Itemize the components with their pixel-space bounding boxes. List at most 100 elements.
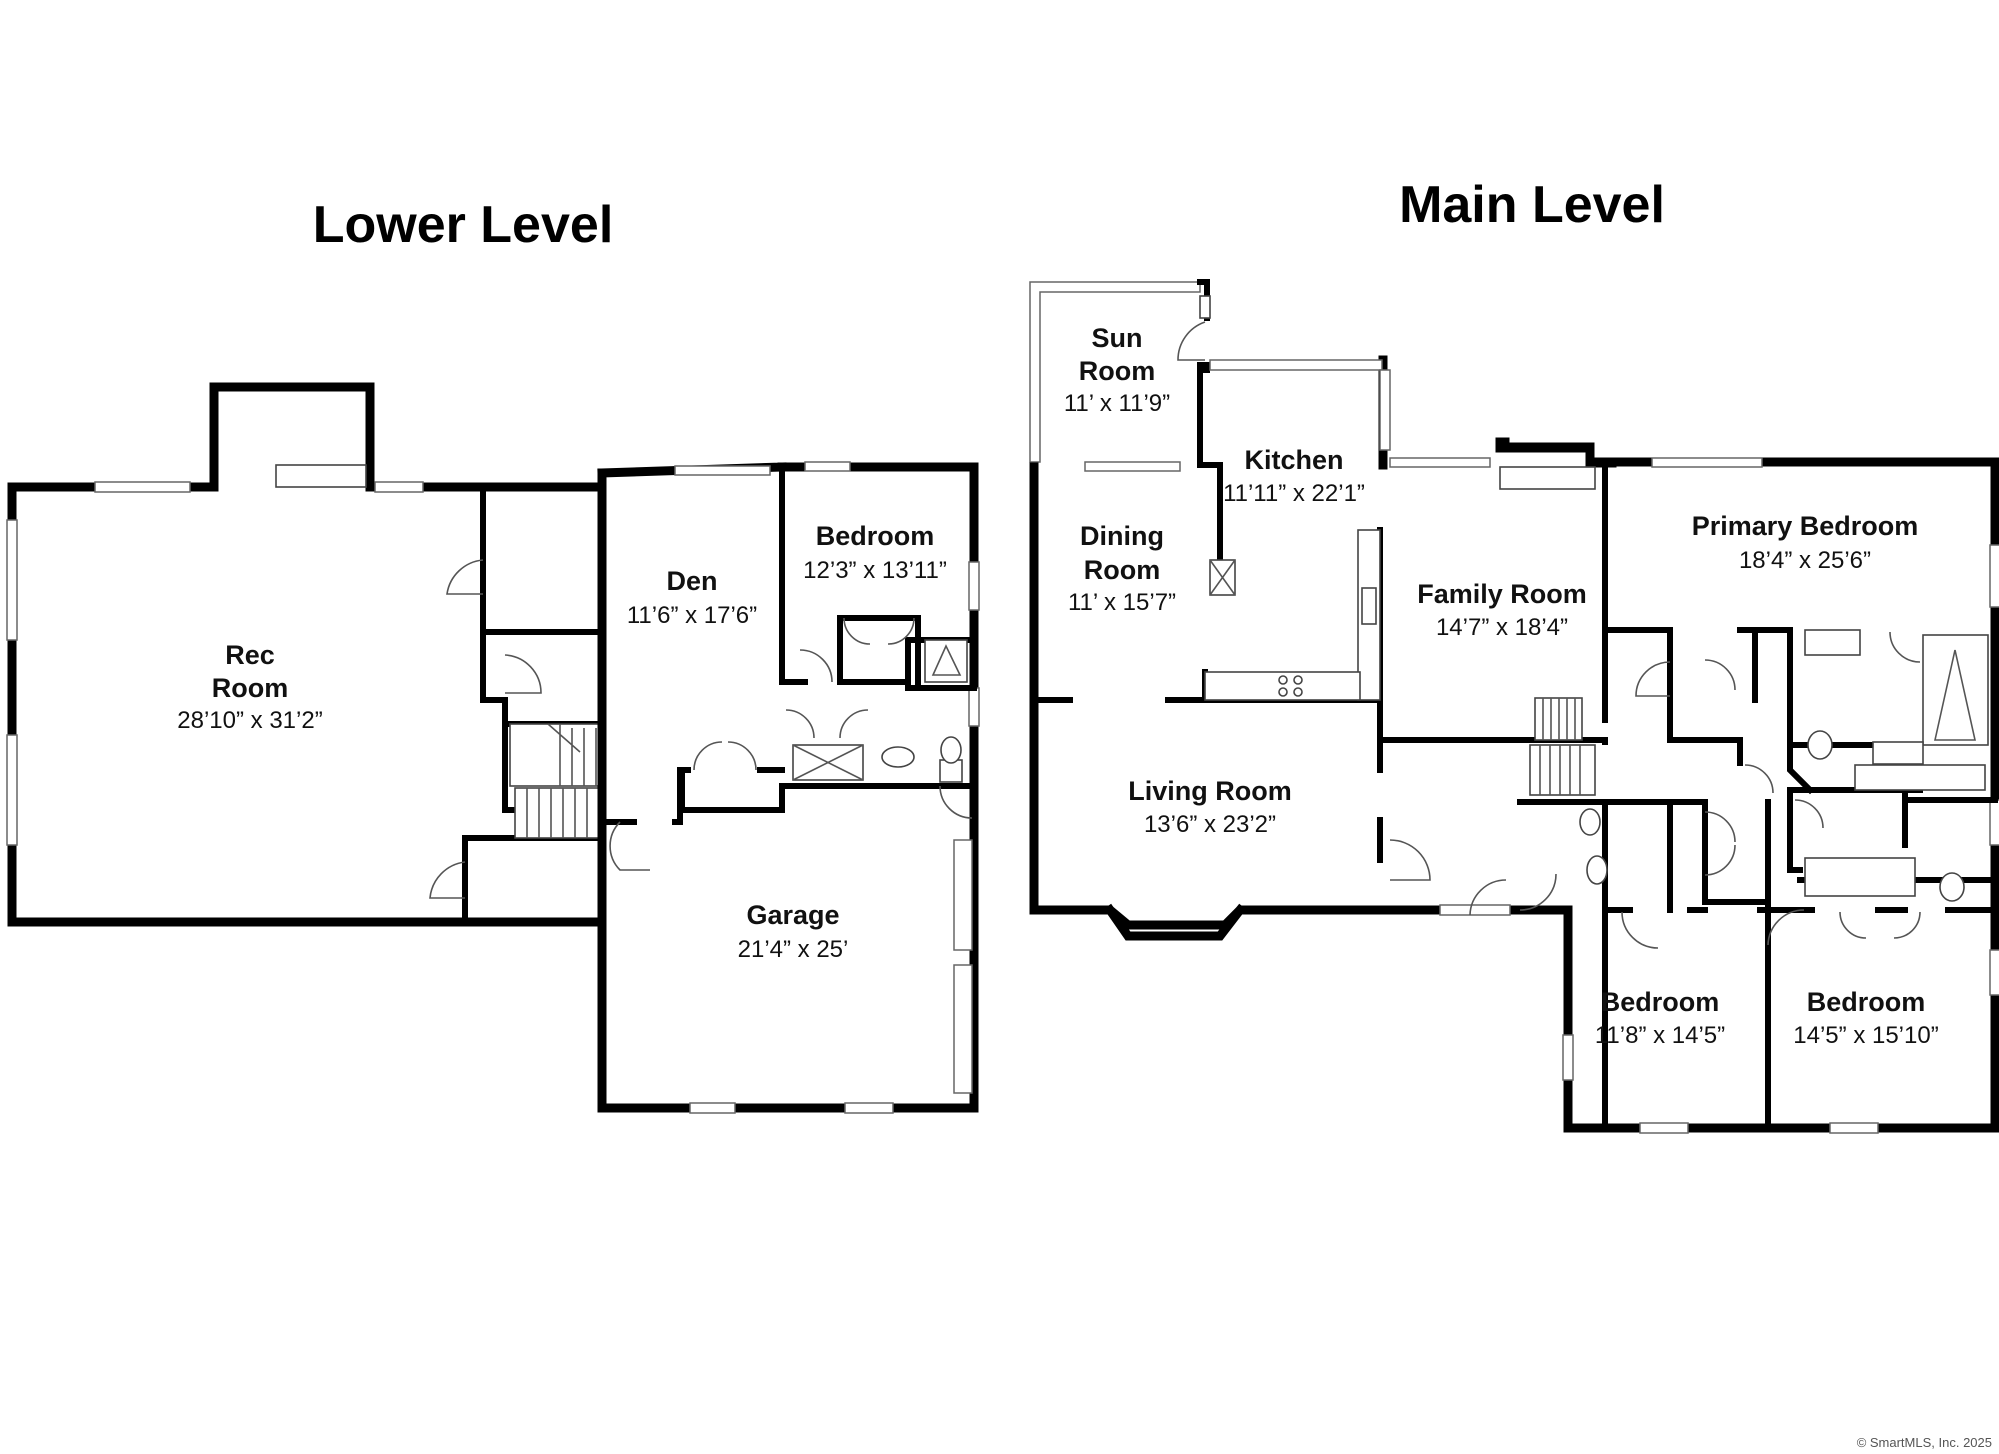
- room-dimensions: 18’4” x 25’6”: [1739, 547, 1871, 574]
- lower-shower-drain: [931, 644, 962, 676]
- primary-toilet: [1807, 730, 1833, 760]
- primary-window-right: [1989, 544, 1999, 608]
- bedroom-door-2: [1767, 909, 1805, 946]
- bay-window: [1103, 903, 1247, 941]
- kitchen-window-top: [1209, 359, 1383, 371]
- garage-door-1: [953, 839, 973, 951]
- garage-window-bottom-1: [689, 1102, 736, 1114]
- room-dimensions: 11’8” x 14’5”: [1595, 1022, 1725, 1049]
- lower-upper-stairs: [509, 723, 601, 787]
- closet-door-swing: [1635, 661, 1671, 697]
- sun-room-door: [1177, 321, 1206, 361]
- bedroom-window-right: [968, 561, 980, 611]
- rec-closet-door-swing: [446, 559, 484, 595]
- garage-entry-door: [939, 785, 973, 819]
- room-name: Rec: [225, 640, 275, 670]
- main-level-title: Main Level: [1399, 176, 1665, 234]
- primary-closet-door: [1704, 659, 1736, 691]
- room-name: Bedroom: [1807, 987, 1926, 1017]
- lower-closet-shelves-x: [792, 744, 864, 781]
- primary-vanity: [1804, 629, 1861, 656]
- bedroom-closet-doors-2: [1839, 911, 1921, 939]
- room-name: Family Room: [1417, 579, 1587, 609]
- room-label-rec-room: Rec Room 28’10” x 31’2”: [177, 640, 322, 734]
- den-bedroom-garage-interior-walls: [599, 464, 977, 825]
- room-dimensions: 11’ x 11’9”: [1064, 390, 1170, 417]
- room-label-dining-room: Dining Room 11’ x 15’7”: [1068, 521, 1176, 616]
- lower-stairs: [514, 787, 603, 839]
- room-name: Room: [1084, 555, 1161, 585]
- room-label-family-room: Family Room 14’7” x 18’4”: [1417, 579, 1587, 641]
- bedroom-window-bottom-1: [1639, 1122, 1689, 1134]
- den-window-top: [674, 465, 771, 476]
- cooktop-burner: [1278, 675, 1288, 685]
- bedroom-window-right-main: [1989, 949, 1999, 996]
- room-dimensions: 11’11” x 22’1”: [1223, 480, 1365, 507]
- kitchen-window-side: [1379, 369, 1391, 451]
- room-label-garage: Garage 21’4” x 25’: [738, 900, 849, 963]
- room-dimensions: 28’10” x 31’2”: [177, 707, 322, 734]
- den-closet-doors: [693, 741, 757, 771]
- room-label-primary-bedroom: Primary Bedroom 18’4” x 25’6”: [1692, 511, 1919, 574]
- hall-closet-doors: [1704, 811, 1736, 876]
- primary-window-top: [1651, 457, 1763, 468]
- hall-tub: [1804, 857, 1916, 897]
- hall-bath-door: [1794, 799, 1824, 829]
- room-dimensions: 14’7” x 18’4”: [1436, 614, 1568, 641]
- room-name: Living Room: [1128, 776, 1292, 806]
- room-name: Room: [1079, 356, 1156, 386]
- lower-level-plan: Lower Level: [6, 196, 980, 1114]
- bedroom-door-swing: [799, 649, 833, 683]
- room-name: Dining: [1080, 521, 1164, 551]
- bedroom-door-1: [1621, 911, 1659, 949]
- room-name: Room: [212, 673, 289, 703]
- rec-room-window-left-1: [6, 519, 18, 641]
- main-stairs-upper-treads: [1542, 698, 1576, 740]
- main-level-plan: Main Level: [1029, 176, 1999, 1134]
- room-name: Bedroom: [816, 521, 935, 551]
- lower-sink: [881, 746, 915, 768]
- room-label-lower-bedroom: Bedroom 12’3” x 13’11”: [803, 521, 947, 584]
- rec-room-window-top-1: [94, 481, 191, 493]
- hall-toilet: [1939, 872, 1965, 902]
- lower-toilet: [940, 736, 962, 764]
- main-door-swing: [1389, 839, 1431, 881]
- main-stairs-lower-treads: [1539, 745, 1581, 795]
- garage-window-bottom-2: [844, 1102, 894, 1114]
- rec-room-hearth: [275, 464, 367, 488]
- rec-room-window-top-2: [374, 481, 424, 493]
- sun-room-window: [1199, 295, 1211, 319]
- bath-doors: [785, 709, 869, 739]
- bedroom-closet-doors: [843, 617, 915, 645]
- primary-tub-curve: [1934, 649, 1976, 741]
- lower-stairs-treads: [526, 788, 588, 838]
- rec-room-closet-walls: [462, 484, 605, 925]
- pantry-box-x: [1209, 559, 1236, 596]
- cooktop-burner: [1293, 675, 1303, 685]
- family-window-top: [1389, 457, 1491, 468]
- room-label-den: Den 11’6” x 17’6”: [627, 566, 757, 629]
- room-name: Garage: [746, 900, 839, 930]
- bath-window-right-main: [1989, 799, 1999, 846]
- room-dimensions: 11’6” x 17’6”: [627, 602, 757, 629]
- room-label-kitchen: Kitchen 11’11” x 22’1”: [1223, 445, 1365, 507]
- den-hall-door: [609, 821, 650, 871]
- cooktop-burner: [1278, 687, 1288, 697]
- powder-toilet: [1579, 808, 1601, 836]
- room-label-sun-room: Sun Room 11’ x 11’9”: [1064, 323, 1170, 417]
- garage-door-2: [953, 964, 973, 1094]
- storage-door-swing: [429, 861, 466, 899]
- entry-door-swing: [1469, 879, 1507, 916]
- room-name: Kitchen: [1244, 445, 1343, 475]
- room-name: Primary Bedroom: [1692, 511, 1919, 541]
- room-dimensions: 21’4” x 25’: [738, 936, 849, 963]
- room-label-bedroom-2: Bedroom 11’8” x 14’5”: [1595, 987, 1725, 1049]
- rec-room-window-left-2: [6, 734, 18, 846]
- room-name: Bedroom: [1601, 987, 1720, 1017]
- lower-level-title: Lower Level: [313, 196, 614, 254]
- lower-upper-stairs-treads: [547, 723, 597, 786]
- room-name: Den: [666, 566, 717, 596]
- main-stairs-lower: [1529, 744, 1596, 796]
- front-door: [1439, 904, 1511, 916]
